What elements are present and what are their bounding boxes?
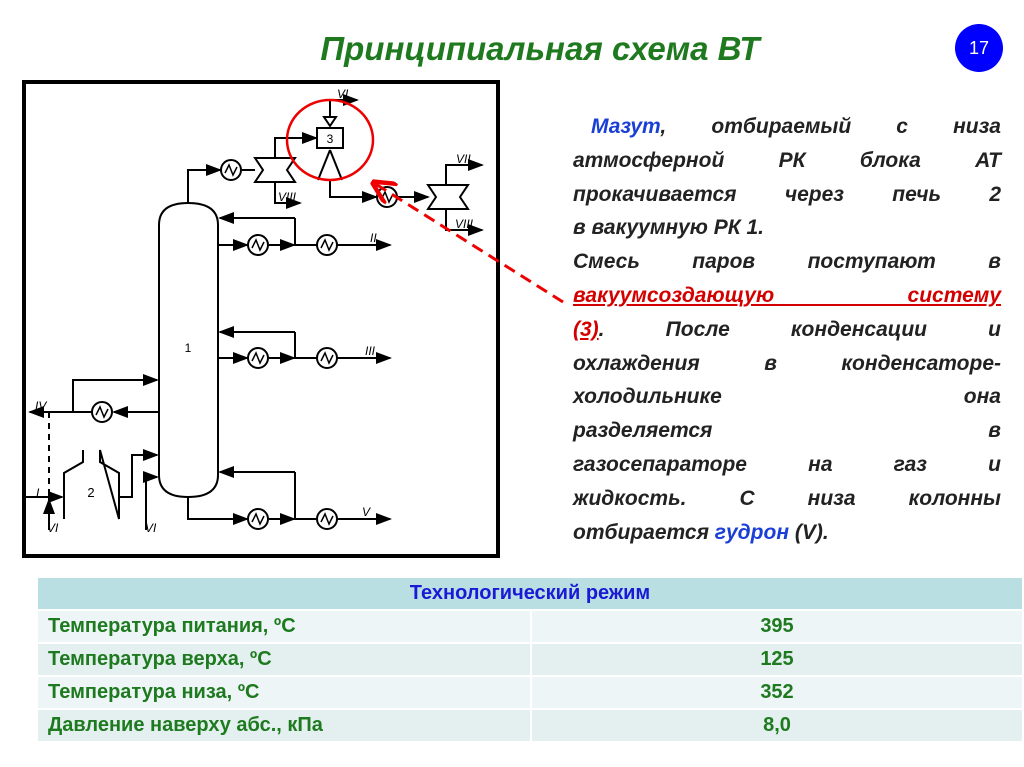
text-line: Смесь паров поступают в xyxy=(573,250,1001,274)
label-column: 1 xyxy=(185,341,192,355)
text-line: охлаждения в конденсаторе- xyxy=(573,351,1001,375)
stream-label: I xyxy=(36,486,40,500)
highlight-3: (3) xyxy=(573,317,599,341)
text-line: холодильнике она xyxy=(573,385,1001,409)
stream-label: V xyxy=(362,505,371,519)
text-line: атмосферной РК блока АТ xyxy=(573,148,1001,172)
text-line: прокачивается через печь 2 xyxy=(573,182,1001,206)
text-line: отбирается xyxy=(573,520,715,544)
text-line: (V). xyxy=(789,520,829,544)
text-line: . После конденсации и xyxy=(598,317,1001,341)
stream-label: IV xyxy=(35,399,47,413)
slide-title: Принципиальная схема ВТ xyxy=(320,30,760,67)
highlight-mazut: Мазут xyxy=(591,115,661,138)
highlight-circle xyxy=(285,98,375,182)
text-line: , отбираемый с низа xyxy=(660,115,1001,138)
stream-label: VIII xyxy=(455,217,474,231)
text-line: в вакуумную РК 1. xyxy=(573,216,765,240)
text-line: жидкость. С низа колонны xyxy=(573,486,1001,510)
highlight-gudron: гудрон xyxy=(714,520,790,544)
process-flow-diagram: 1 2 3 I II III IV V VI VI VI VII VIII VI… xyxy=(22,80,564,558)
param-name: Температура питания, ºС xyxy=(38,609,531,643)
param-name: Температура низа, ºС xyxy=(38,675,531,709)
stream-label: VI xyxy=(337,87,349,101)
param-value: 8,0 xyxy=(530,708,1022,741)
stream-label: II xyxy=(370,231,377,245)
stream-label: VI xyxy=(47,521,59,535)
stream-label: III xyxy=(365,344,376,358)
param-name: Температура верха, ºС xyxy=(38,642,531,676)
text-line: разделяется в xyxy=(573,419,1001,443)
table-header: Технологический режим xyxy=(38,578,1022,610)
param-value: 352 xyxy=(530,675,1022,709)
label-furnace: 2 xyxy=(87,485,94,500)
slide-number-badge: 17 xyxy=(955,24,1003,72)
highlight-vacuum-system: вакуумсоздающую систему xyxy=(573,283,1001,307)
stream-label: VI xyxy=(145,521,157,535)
text-line: газосепараторе на газ и xyxy=(573,452,1001,476)
param-value: 395 xyxy=(530,609,1022,643)
param-value: 125 xyxy=(530,642,1022,676)
stream-label: VII xyxy=(456,152,471,166)
furnace xyxy=(63,449,120,520)
description-text: Мазут, отбираемый с низа атмосферной РК … xyxy=(573,110,1001,549)
label-vacuum-system: 3 xyxy=(327,132,334,146)
diagram-frame xyxy=(22,80,500,558)
stream-label: VIII xyxy=(278,190,297,204)
param-name: Давление наверху абс., кПа xyxy=(38,708,531,741)
process-parameters-table: Технологический режим Температура питани… xyxy=(38,578,1022,741)
